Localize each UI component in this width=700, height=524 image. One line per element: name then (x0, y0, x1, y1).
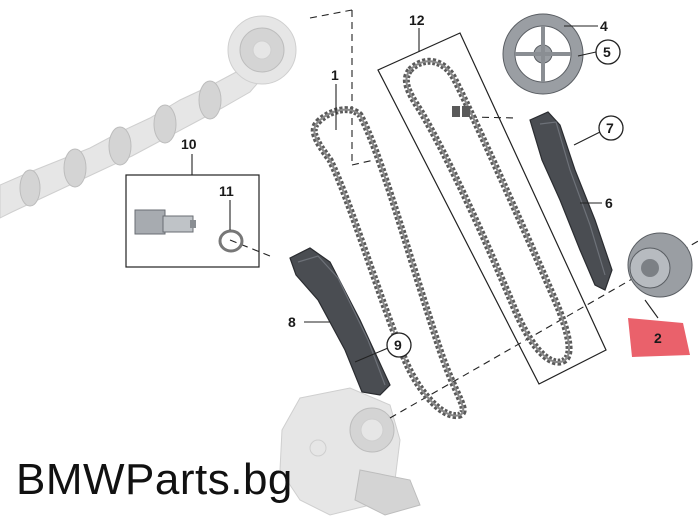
alignment-line (229, 239, 271, 257)
box-part-12 (377, 32, 607, 385)
timing-chain-upper (402, 57, 573, 366)
callout-7-circle (598, 115, 624, 141)
highlight-marker (628, 318, 690, 357)
callout-2: 2 (654, 330, 662, 346)
high-pressure-pump (279, 387, 421, 516)
leader-line (644, 299, 659, 319)
callout-8: 8 (288, 314, 296, 330)
callout-9-circle (386, 332, 412, 358)
leader-line (354, 347, 389, 363)
callout-7: 7 (606, 120, 614, 136)
callout-4: 4 (600, 18, 608, 34)
timing-chain-lower (310, 106, 467, 420)
callout-9: 9 (394, 337, 402, 353)
callout-5-circle (595, 39, 621, 65)
chain-link-connector (452, 106, 470, 117)
leader-line (573, 131, 601, 146)
callout-10: 10 (181, 136, 197, 152)
crankshaft-sprocket (627, 232, 693, 298)
alignment-line (309, 9, 353, 19)
camshaft (0, 61, 263, 219)
leader-line (577, 51, 597, 57)
callout-1: 1 (331, 67, 339, 83)
callout-5: 5 (603, 44, 611, 60)
chain-tensioner (134, 209, 196, 235)
alignment-line (469, 116, 519, 119)
guide-rail (529, 111, 613, 291)
callout-11: 11 (219, 183, 234, 199)
callout-6: 6 (605, 195, 613, 211)
sprocket-wheel (502, 13, 584, 95)
seal-ring (218, 229, 244, 253)
camshaft-sprocket (227, 15, 297, 85)
watermark-text: BMWParts.bg (16, 455, 293, 504)
callout-12: 12 (409, 12, 425, 28)
alignment-line (351, 159, 375, 166)
